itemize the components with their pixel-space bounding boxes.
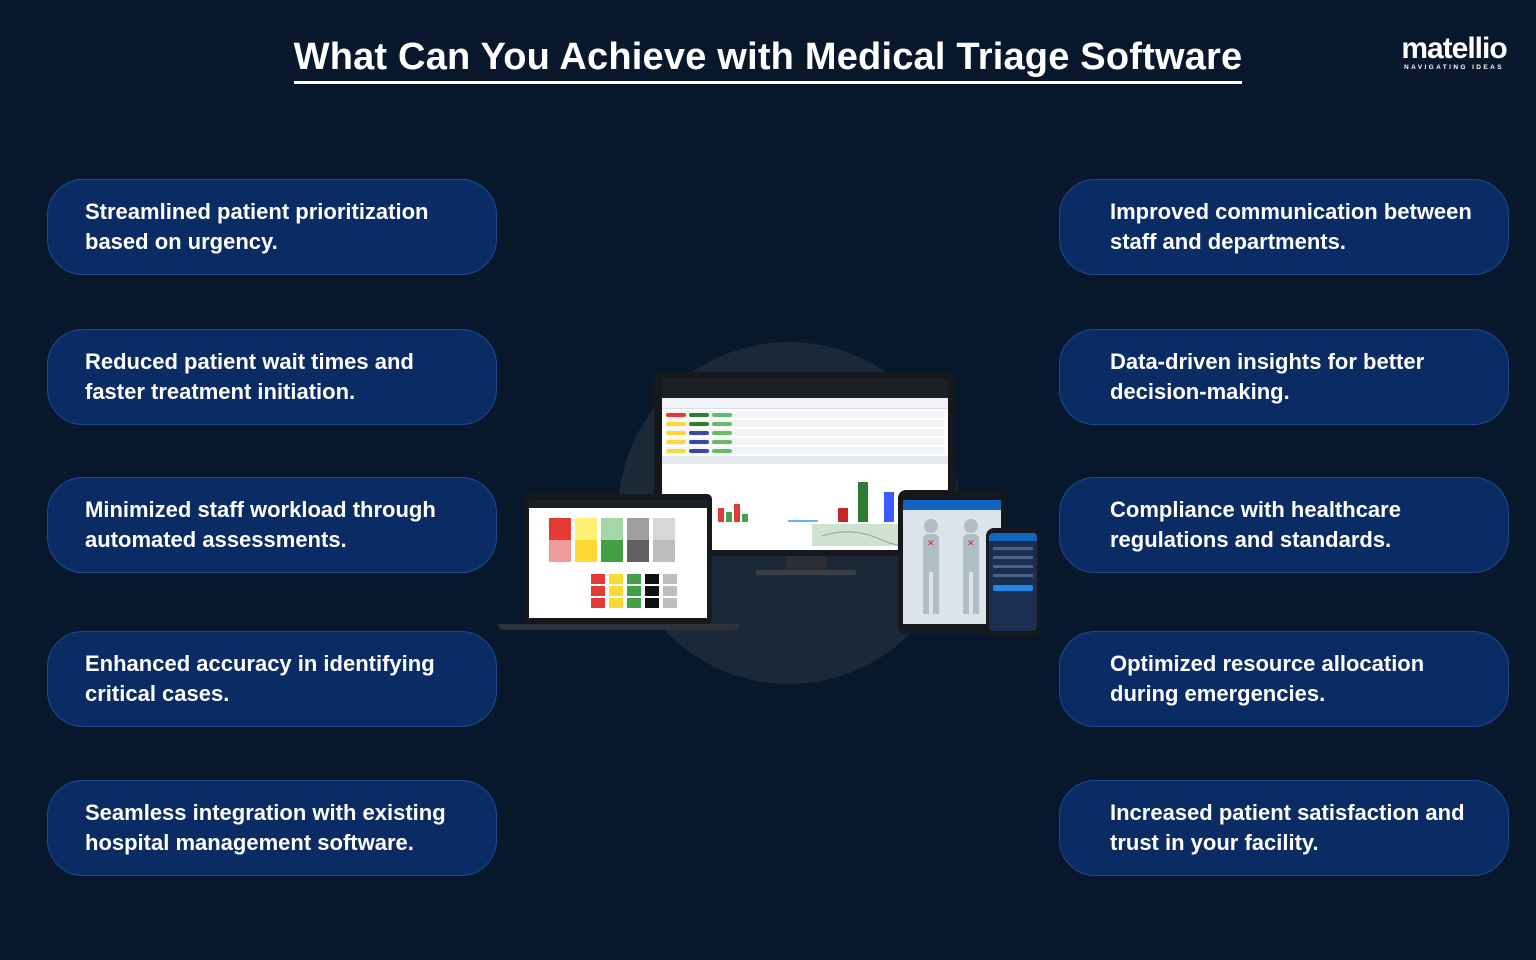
laptop-keyboard-base xyxy=(498,624,740,630)
body-map-icon: ✕ ✕ xyxy=(923,519,979,614)
benefit-card-left-3: Minimized staff workload through automat… xyxy=(47,477,497,573)
benefit-card-left-2: Reduced patient wait times and faster tr… xyxy=(47,329,497,425)
benefit-card-left-5: Seamless integration with existing hospi… xyxy=(47,780,497,876)
benefit-card-left-4: Enhanced accuracy in identifying critica… xyxy=(47,631,497,727)
desktop-monitor xyxy=(654,372,956,556)
tablet-body-map-screen: ✕ ✕ xyxy=(903,500,1001,624)
laptop-screen xyxy=(529,500,707,618)
svg-text:✕: ✕ xyxy=(927,539,935,549)
benefit-card-right-1: Improved communication between staff and… xyxy=(1059,179,1509,275)
benefit-card-left-1: Streamlined patient prioritization based… xyxy=(47,179,497,275)
monitor-base xyxy=(756,570,856,575)
smartphone xyxy=(986,528,1040,638)
page-title: What Can You Achieve with Medical Triage… xyxy=(0,36,1536,84)
benefit-card-right-4: Optimized resource allocation during eme… xyxy=(1059,631,1509,727)
monitor-stand xyxy=(786,556,826,570)
svg-text:✕: ✕ xyxy=(967,539,975,549)
benefit-card-right-2: Data-driven insights for better decision… xyxy=(1059,329,1509,425)
matellio-logo: matellio NAVIGATING IDEAS xyxy=(1401,32,1507,72)
phone-screen xyxy=(989,533,1037,631)
benefit-card-right-5: Increased patient satisfaction and trust… xyxy=(1059,780,1509,876)
device-mockup-illustration: ✕ ✕ xyxy=(498,340,1042,686)
benefit-card-right-3: Compliance with healthcare regulations a… xyxy=(1059,477,1509,573)
laptop xyxy=(524,494,712,624)
